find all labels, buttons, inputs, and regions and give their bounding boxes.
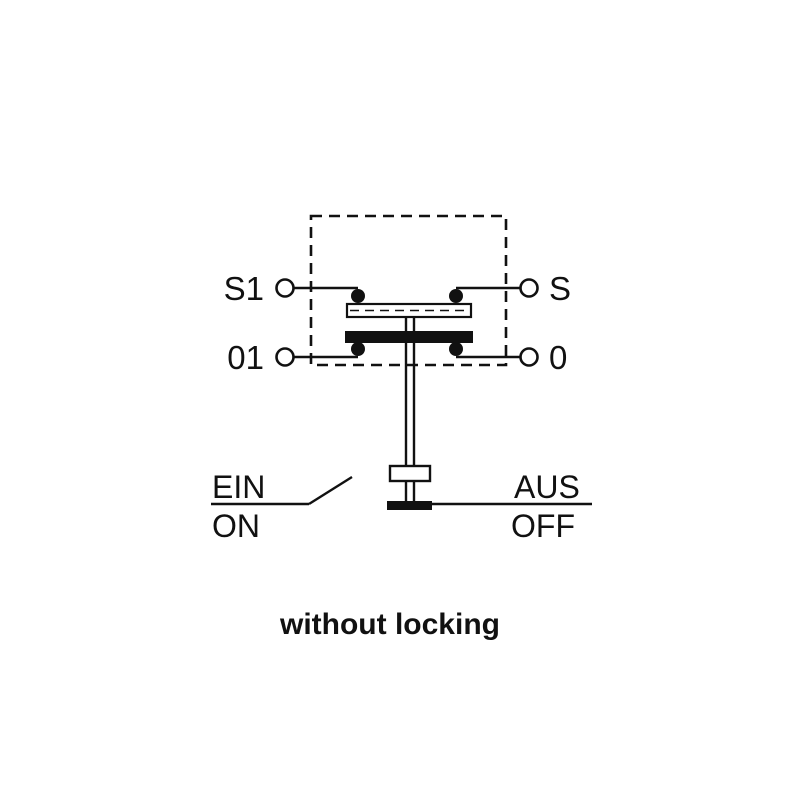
terminal-s-circle <box>519 278 539 298</box>
position-ein-label: EIN <box>212 469 265 505</box>
terminal-s-label: S <box>549 270 571 307</box>
actuator-end-cap <box>387 501 432 510</box>
position-on-label: ON <box>212 508 260 544</box>
contact-dot-s1 <box>351 289 365 303</box>
contact-dot-0 <box>449 342 463 356</box>
actuator-collar <box>388 464 432 483</box>
position-off-label: OFF <box>511 508 575 544</box>
position-aus-label: AUS <box>514 469 580 505</box>
moving-contact-bar <box>345 331 473 343</box>
on-position-ramp <box>308 475 353 506</box>
enclosure-dashed-box <box>309 214 508 367</box>
terminal-0-label: 0 <box>549 339 567 376</box>
terminal-01-circle <box>275 347 295 367</box>
contact-bridge <box>345 302 473 319</box>
terminal-s1-label: S1 <box>224 270 264 307</box>
caption-text: without locking <box>279 608 500 641</box>
terminal-s1-circle <box>275 278 295 298</box>
contact-dot-01 <box>351 342 365 356</box>
terminal-01-label: 01 <box>227 339 264 376</box>
contact-dot-s <box>449 289 463 303</box>
terminal-0-circle <box>519 347 539 367</box>
